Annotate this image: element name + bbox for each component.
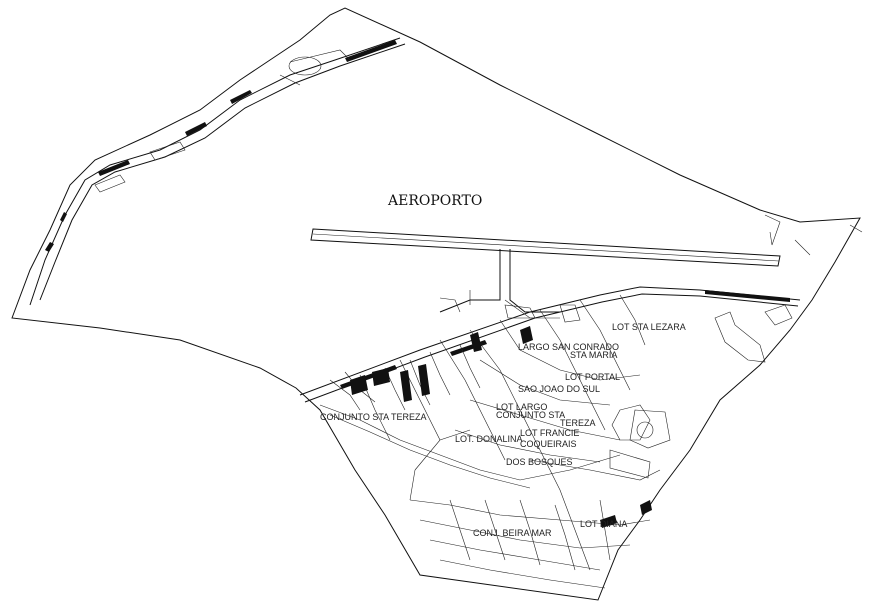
label-largo-san-conrado: LARGO SAN CONRADO [518,342,619,352]
runway [310,228,781,267]
label-conj-beira-mar: CONJ. BEIRA MAR [473,528,552,538]
label-sta-maria: STA MARIA [570,350,617,360]
highway-north [29,37,406,306]
avenue-south [299,286,801,403]
city-blocks [350,304,793,528]
district-boundary [11,7,861,601]
taxiway [439,249,560,313]
label-dos-bosques: DOS BOSQUES [506,457,573,467]
label-lot-diana: LOT DIANA [580,519,627,529]
label-conjunto-sta-tereza: CONJUNTO STA TEREZA [320,412,427,422]
label-lot-francie: LOT FRANCIE [520,428,579,438]
access-road-east [764,214,863,256]
label-coqueirais: COQUEIRAIS [520,439,577,449]
label-lot-donalina: LOT. DONALINA [455,434,523,444]
label-lot-portal: LOT PORTAL [565,372,620,382]
label-lot-sta-lezara: LOT STA LEZARA [612,322,686,332]
label-lot-largo: LOT LARGO [496,402,547,412]
label-sao-joao-do-sul: SAO JOAO DO SUL [518,384,600,394]
airport-label: AEROPORTO [387,193,482,209]
street-grid [319,294,661,589]
label-conjunto-sta: CONJUNTO STA [496,410,565,420]
label-tereza: TEREZA [560,418,596,428]
